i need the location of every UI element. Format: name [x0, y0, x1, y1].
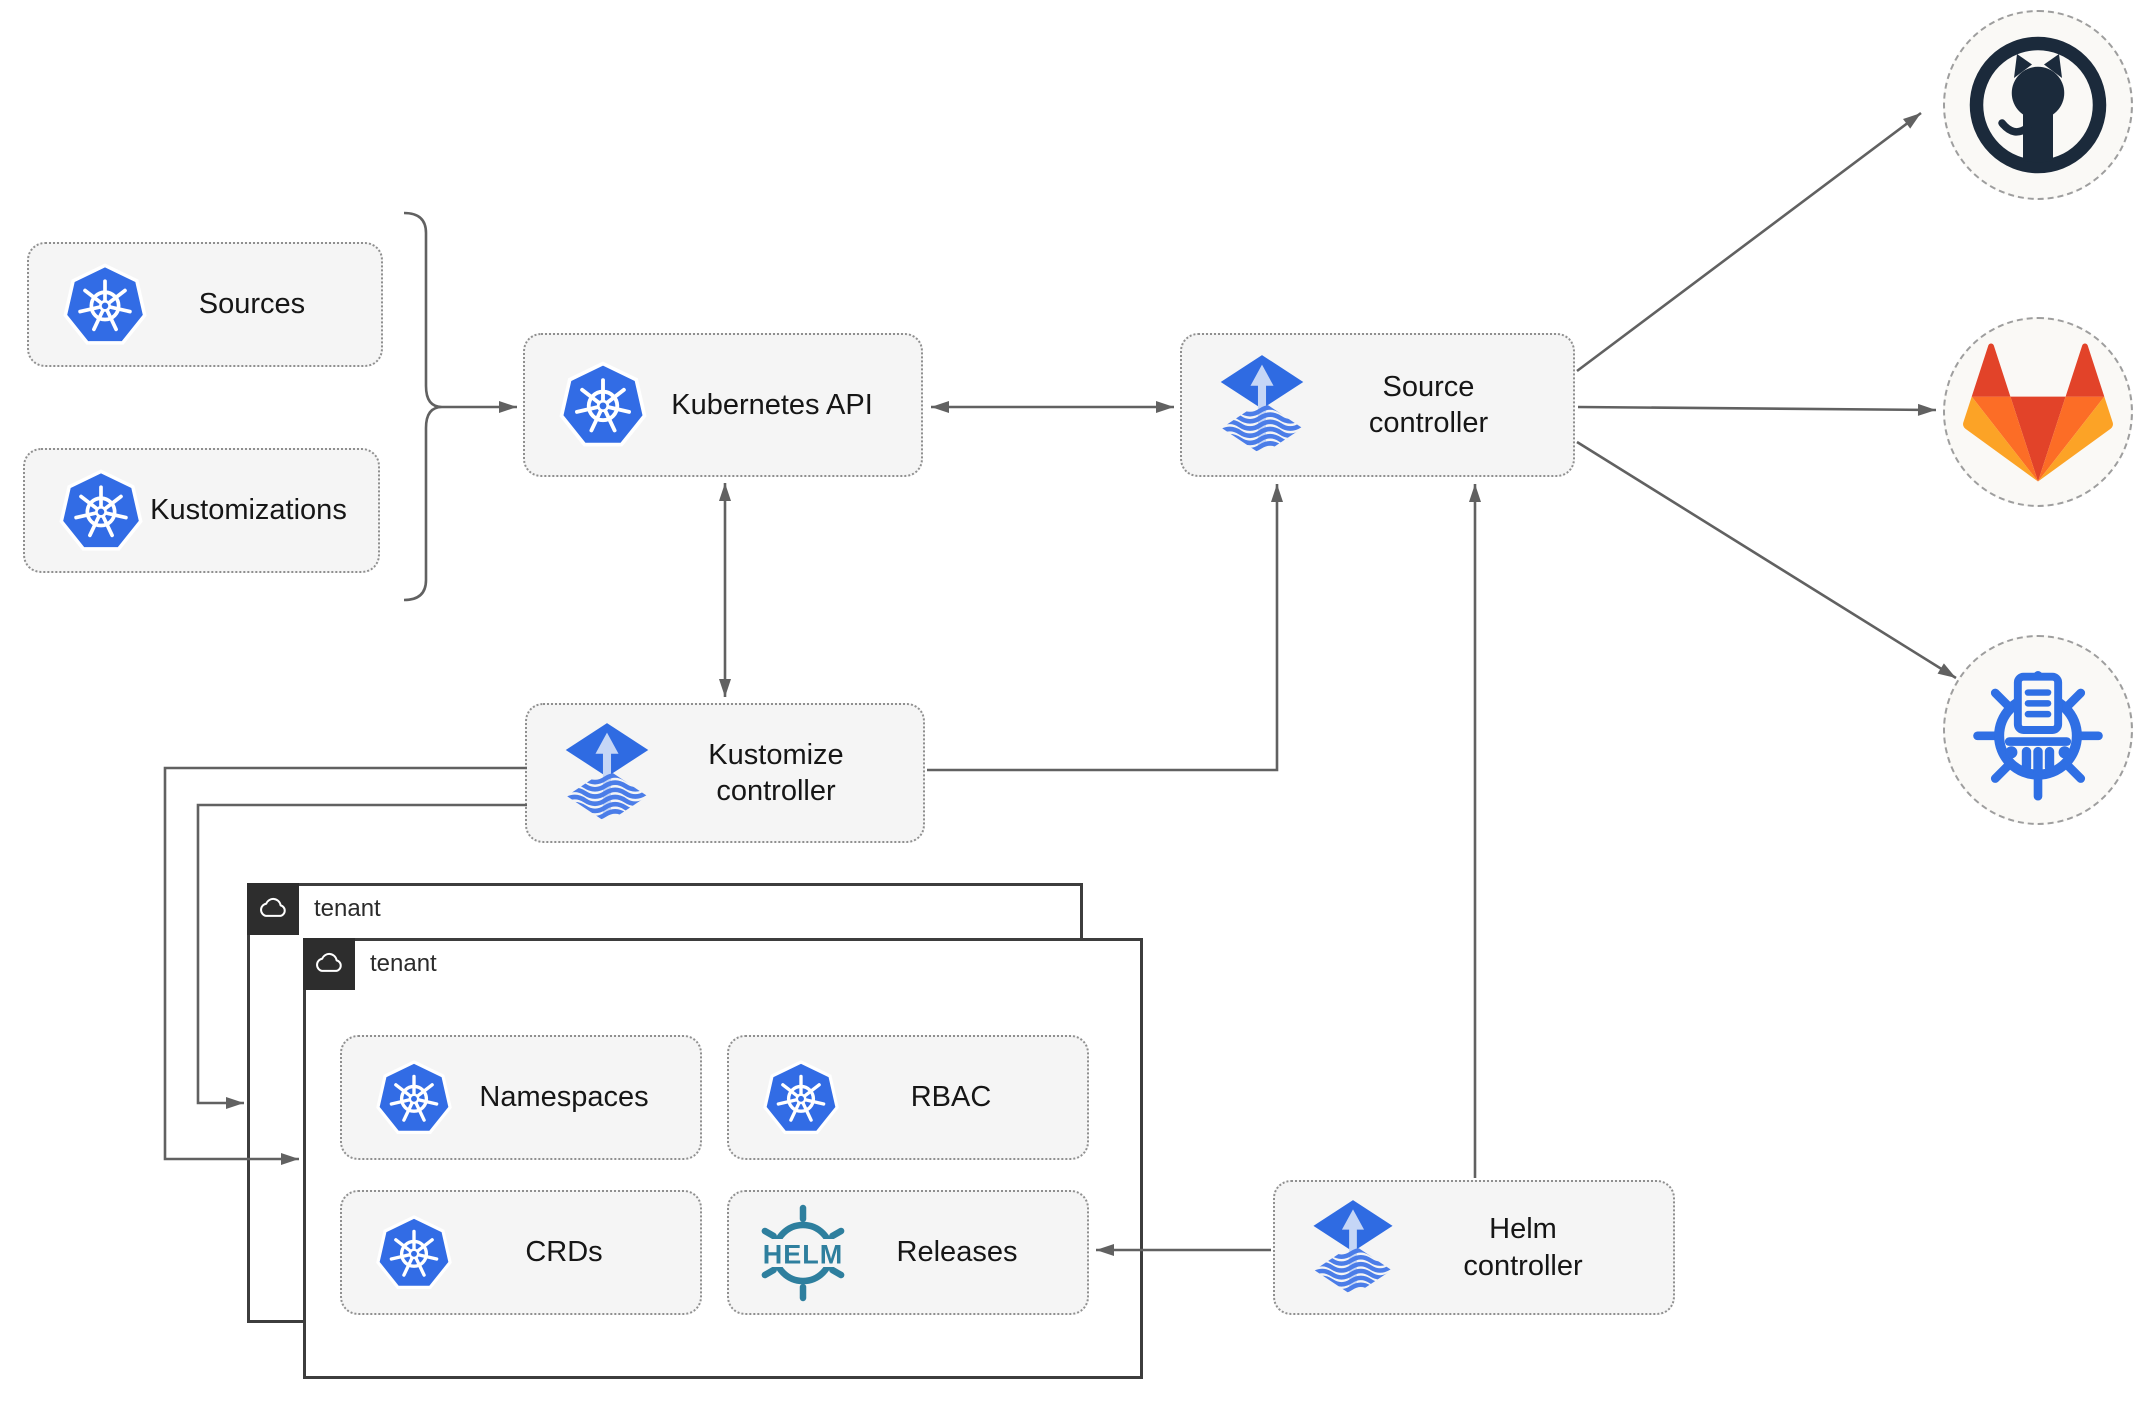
- tenant-outer-label: tenant: [314, 895, 381, 922]
- cloud-icon: [257, 893, 289, 925]
- rbac-label: RBAC: [910, 1081, 992, 1114]
- kubernetes-icon: [374, 1213, 454, 1293]
- github-circle[interactable]: [1943, 10, 2133, 200]
- kubernetes-icon: [761, 1058, 841, 1138]
- edge-source-github: [1576, 111, 1922, 373]
- kubernetes-icon: [374, 1058, 454, 1138]
- flux-icon: [559, 721, 655, 825]
- source-controller-node[interactable]: Source controller: [1180, 333, 1575, 477]
- namespaces-node[interactable]: Namespaces: [340, 1035, 702, 1160]
- releases-node[interactable]: HELM Releases: [727, 1190, 1089, 1315]
- tenant-inner-label: tenant: [370, 950, 437, 977]
- sources-node[interactable]: Sources: [27, 242, 383, 367]
- gitlab-circle[interactable]: [1943, 317, 2133, 507]
- namespaces-label: Namespaces: [479, 1081, 649, 1114]
- registry-icon: [1973, 670, 2103, 801]
- helm-controller-label: Helm controller: [1463, 1213, 1583, 1282]
- cloud-badge: [303, 938, 355, 990]
- helm-logo-text: HELM: [763, 1239, 844, 1269]
- cloud-icon: [313, 948, 345, 980]
- kustomize-controller-label: Kustomize controller: [708, 738, 844, 807]
- gitlab-icon: [1963, 342, 2113, 482]
- crds-node[interactable]: CRDs: [340, 1190, 702, 1315]
- crds-label: CRDs: [525, 1236, 603, 1269]
- kustomizations-node[interactable]: Kustomizations: [23, 448, 380, 573]
- source-controller-label: Source controller: [1368, 370, 1489, 439]
- kubernetes-api-label: Kubernetes API: [671, 388, 873, 421]
- cloud-badge: [247, 883, 299, 935]
- kubernetes-icon: [57, 467, 145, 555]
- rbac-node[interactable]: RBAC: [727, 1035, 1089, 1160]
- kustomizations-label: Kustomizations: [150, 494, 347, 527]
- kubernetes-api-node[interactable]: Kubernetes API: [523, 333, 923, 477]
- registry-circle[interactable]: [1943, 635, 2133, 825]
- group-brace: [403, 211, 443, 602]
- releases-label: Releases: [896, 1236, 1018, 1269]
- kubernetes-icon: [557, 359, 649, 451]
- helm-icon: HELM: [753, 1203, 853, 1303]
- edge-source-gitlab: [1577, 403, 1937, 416]
- kustomize-controller-node[interactable]: Kustomize controller: [525, 703, 925, 843]
- flux-icon: [1214, 353, 1310, 457]
- flux-icon: [1307, 1198, 1399, 1298]
- sources-label: Sources: [198, 288, 306, 321]
- kubernetes-icon: [61, 261, 149, 349]
- edge-source-registry: [1576, 440, 1957, 680]
- edge-kustomize-source: [927, 484, 1283, 772]
- helm-controller-node[interactable]: Helm controller: [1273, 1180, 1675, 1315]
- github-icon: [1969, 36, 2107, 174]
